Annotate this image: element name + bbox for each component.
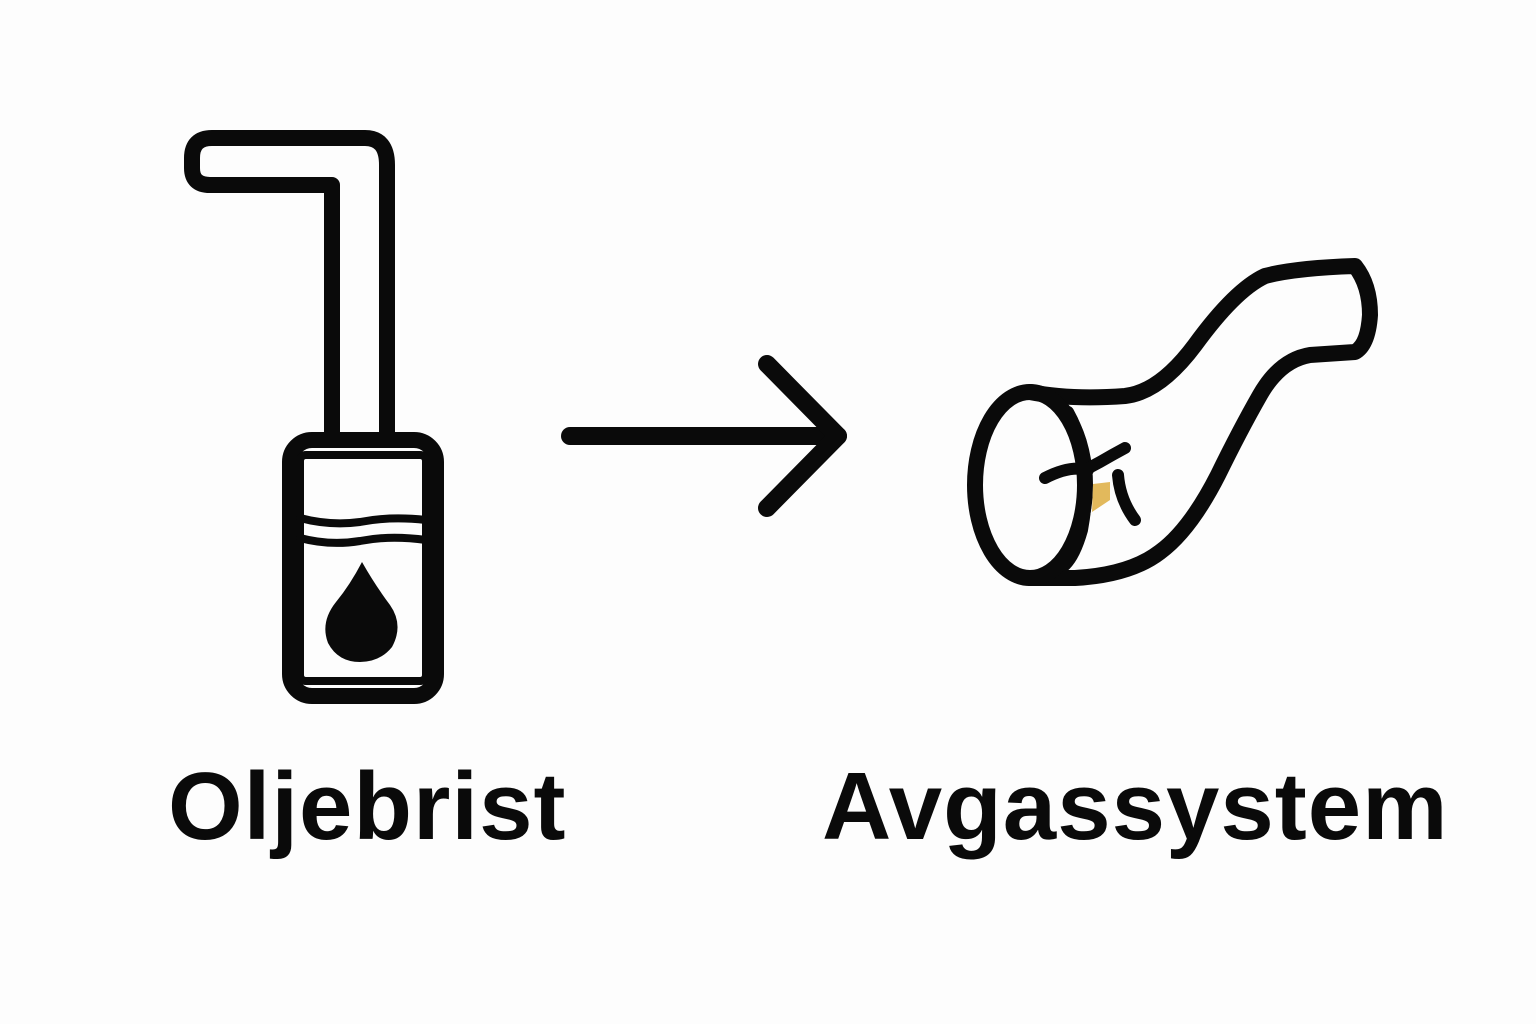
- dipstick-icon: [184, 130, 395, 446]
- oil-dipstick-container-icon: [184, 130, 444, 704]
- oil-drop-icon: [325, 562, 398, 662]
- crack-fill: [1092, 482, 1110, 512]
- oil-deficiency-label: Oljebrist: [168, 753, 567, 860]
- arrow-right-icon: [561, 355, 847, 517]
- oil-container-icon: [282, 432, 444, 704]
- exhaust-system-label: Avgassystem: [822, 753, 1449, 860]
- cracked-exhaust-pipe-icon: [967, 258, 1378, 586]
- pipe-body: [1022, 258, 1378, 586]
- crack-line-icon: [1039, 442, 1141, 526]
- pipe-inner-rim: [1059, 406, 1093, 571]
